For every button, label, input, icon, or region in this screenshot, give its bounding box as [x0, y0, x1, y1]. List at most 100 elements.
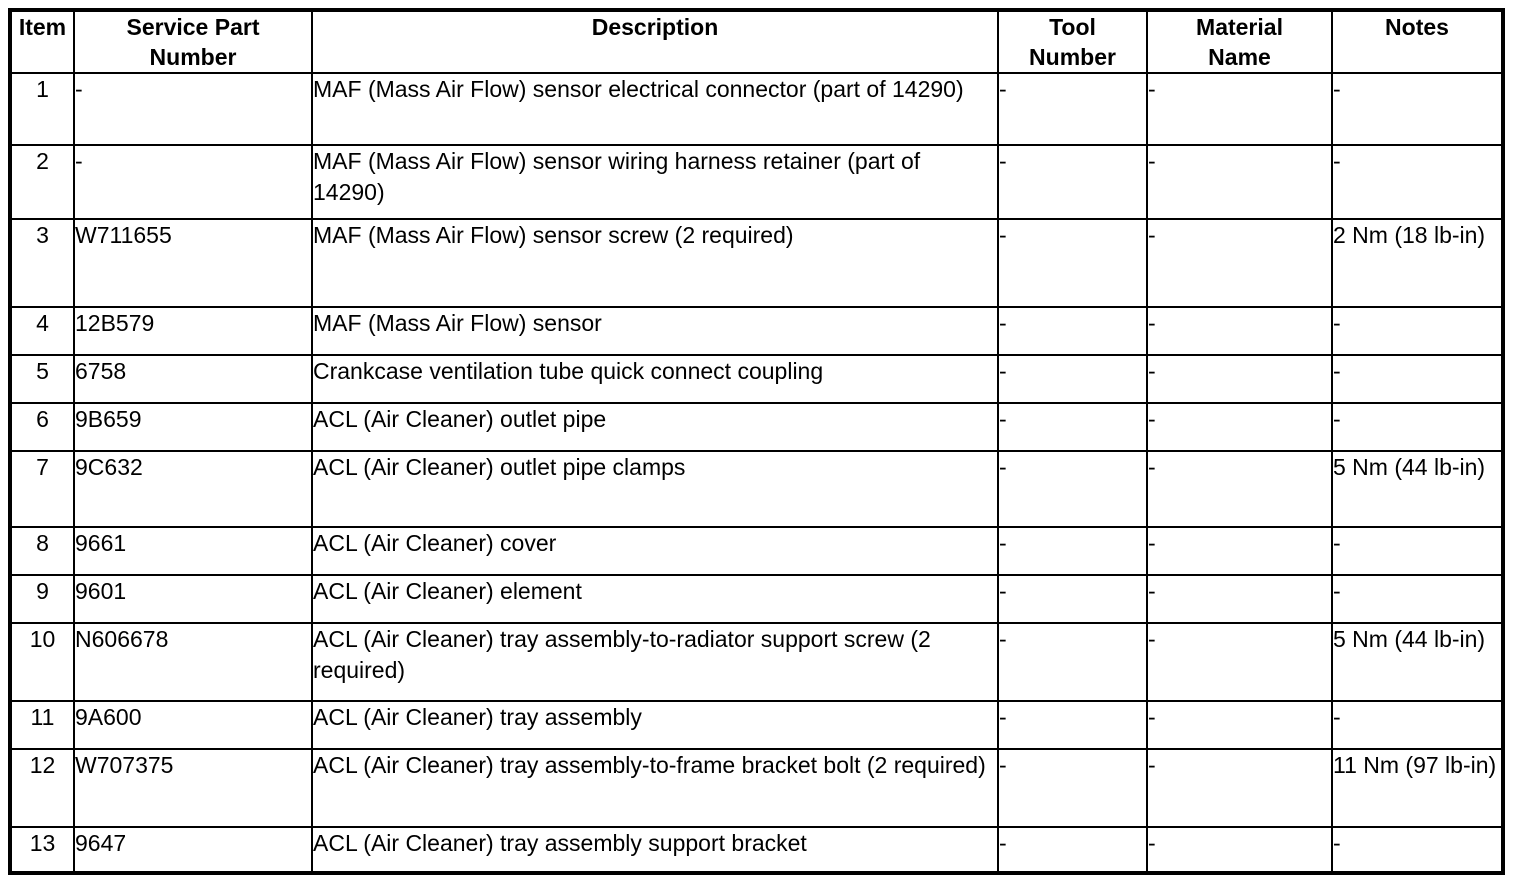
header-row: Item Service Part Number Description Too…	[9, 9, 1504, 74]
cell-item: 10	[9, 622, 75, 702]
cell-material-name: -	[1146, 306, 1333, 356]
cell-tool-number: -	[997, 72, 1148, 146]
cell-service-part-number: 12B579	[73, 306, 313, 356]
column-header-material-name-line2: Name	[1208, 44, 1271, 70]
cell-description: ACL (Air Cleaner) tray assembly support …	[311, 826, 999, 873]
cell-service-part-number: -	[73, 144, 313, 220]
column-header-description: Description	[311, 9, 999, 74]
cell-material-name: -	[1146, 526, 1333, 576]
cell-service-part-number: 9B659	[73, 402, 313, 452]
cell-material-name: -	[1146, 450, 1333, 528]
cell-tool-number: -	[997, 622, 1148, 702]
cell-description: ACL (Air Cleaner) outlet pipe	[311, 402, 999, 452]
cell-material-name: -	[1146, 700, 1333, 750]
cell-material-name: -	[1146, 622, 1333, 702]
cell-notes: 11 Nm (97 lb-in)	[1331, 748, 1504, 828]
cell-description: ACL (Air Cleaner) tray assembly-to-radia…	[311, 622, 999, 702]
cell-service-part-number: -	[73, 72, 313, 146]
cell-notes: -	[1331, 72, 1504, 146]
cell-item: 8	[9, 526, 75, 576]
cell-service-part-number: N606678	[73, 622, 313, 702]
cell-notes: -	[1331, 574, 1504, 624]
cell-service-part-number: W711655	[73, 218, 313, 308]
cell-item: 12	[9, 748, 75, 828]
service-parts-table: Item Service Part Number Description Too…	[8, 8, 1505, 875]
column-header-service-part-number: Service Part Number	[73, 9, 313, 74]
cell-tool-number: -	[997, 826, 1148, 873]
cell-material-name: -	[1146, 574, 1333, 624]
cell-description: ACL (Air Cleaner) tray assembly-to-frame…	[311, 748, 999, 828]
column-header-material-name: Material Name	[1146, 9, 1333, 74]
cell-description: ACL (Air Cleaner) outlet pipe clamps	[311, 450, 999, 528]
cell-notes: 2 Nm (18 lb-in)	[1331, 218, 1504, 308]
cell-item: 9	[9, 574, 75, 624]
cell-service-part-number: 9601	[73, 574, 313, 624]
cell-item: 13	[9, 826, 75, 873]
column-header-notes-label: Notes	[1385, 14, 1449, 40]
column-header-service-part-number-line1: Service Part	[126, 14, 260, 40]
table-header: Item Service Part Number Description Too…	[9, 9, 1504, 74]
cell-material-name: -	[1146, 826, 1333, 873]
column-header-tool-number-line1: Tool	[1049, 14, 1096, 40]
cell-description: MAF (Mass Air Flow) sensor screw (2 requ…	[311, 218, 999, 308]
cell-notes: 5 Nm (44 lb-in)	[1331, 622, 1504, 702]
column-header-item: Item	[9, 9, 75, 74]
cell-description: MAF (Mass Air Flow) sensor electrical co…	[311, 72, 999, 146]
cell-tool-number: -	[997, 748, 1148, 828]
cell-item: 11	[9, 700, 75, 750]
column-header-item-label: Item	[18, 14, 67, 40]
cell-item: 6	[9, 402, 75, 452]
cell-notes: -	[1331, 354, 1504, 404]
cell-tool-number: -	[997, 218, 1148, 308]
cell-tool-number: -	[997, 574, 1148, 624]
table-row: 1-MAF (Mass Air Flow) sensor electrical …	[9, 72, 1504, 146]
column-header-notes: Notes	[1331, 9, 1504, 74]
cell-notes: -	[1331, 402, 1504, 452]
cell-description: ACL (Air Cleaner) cover	[311, 526, 999, 576]
cell-item: 7	[9, 450, 75, 528]
table-body: 1-MAF (Mass Air Flow) sensor electrical …	[9, 72, 1504, 873]
cell-notes: -	[1331, 526, 1504, 576]
column-header-tool-number: Tool Number	[997, 9, 1148, 74]
cell-material-name: -	[1146, 748, 1333, 828]
cell-material-name: -	[1146, 354, 1333, 404]
cell-item: 3	[9, 218, 75, 308]
cell-material-name: -	[1146, 402, 1333, 452]
table-row: 2-MAF (Mass Air Flow) sensor wiring harn…	[9, 144, 1504, 220]
cell-description: MAF (Mass Air Flow) sensor wiring harnes…	[311, 144, 999, 220]
cell-material-name: -	[1146, 72, 1333, 146]
cell-tool-number: -	[997, 144, 1148, 220]
cell-service-part-number: 9C632	[73, 450, 313, 528]
cell-service-part-number: 6758	[73, 354, 313, 404]
cell-tool-number: -	[997, 306, 1148, 356]
cell-item: 1	[9, 72, 75, 146]
cell-description: MAF (Mass Air Flow) sensor	[311, 306, 999, 356]
cell-tool-number: -	[997, 526, 1148, 576]
column-header-tool-number-line2: Number	[1029, 44, 1116, 70]
column-header-service-part-number-line2: Number	[149, 44, 237, 70]
cell-service-part-number: 9647	[73, 826, 313, 873]
cell-service-part-number: W707375	[73, 748, 313, 828]
cell-description: ACL (Air Cleaner) tray assembly	[311, 700, 999, 750]
cell-service-part-number: 9A600	[73, 700, 313, 750]
column-header-description-label: Description	[591, 14, 719, 40]
cell-tool-number: -	[997, 354, 1148, 404]
cell-material-name: -	[1146, 144, 1333, 220]
column-header-material-name-line1: Material	[1196, 14, 1283, 40]
cell-description: Crankcase ventilation tube quick connect…	[311, 354, 999, 404]
cell-notes: -	[1331, 826, 1504, 873]
cell-notes: 5 Nm (44 lb-in)	[1331, 450, 1504, 528]
cell-notes: -	[1331, 700, 1504, 750]
cell-tool-number: -	[997, 450, 1148, 528]
